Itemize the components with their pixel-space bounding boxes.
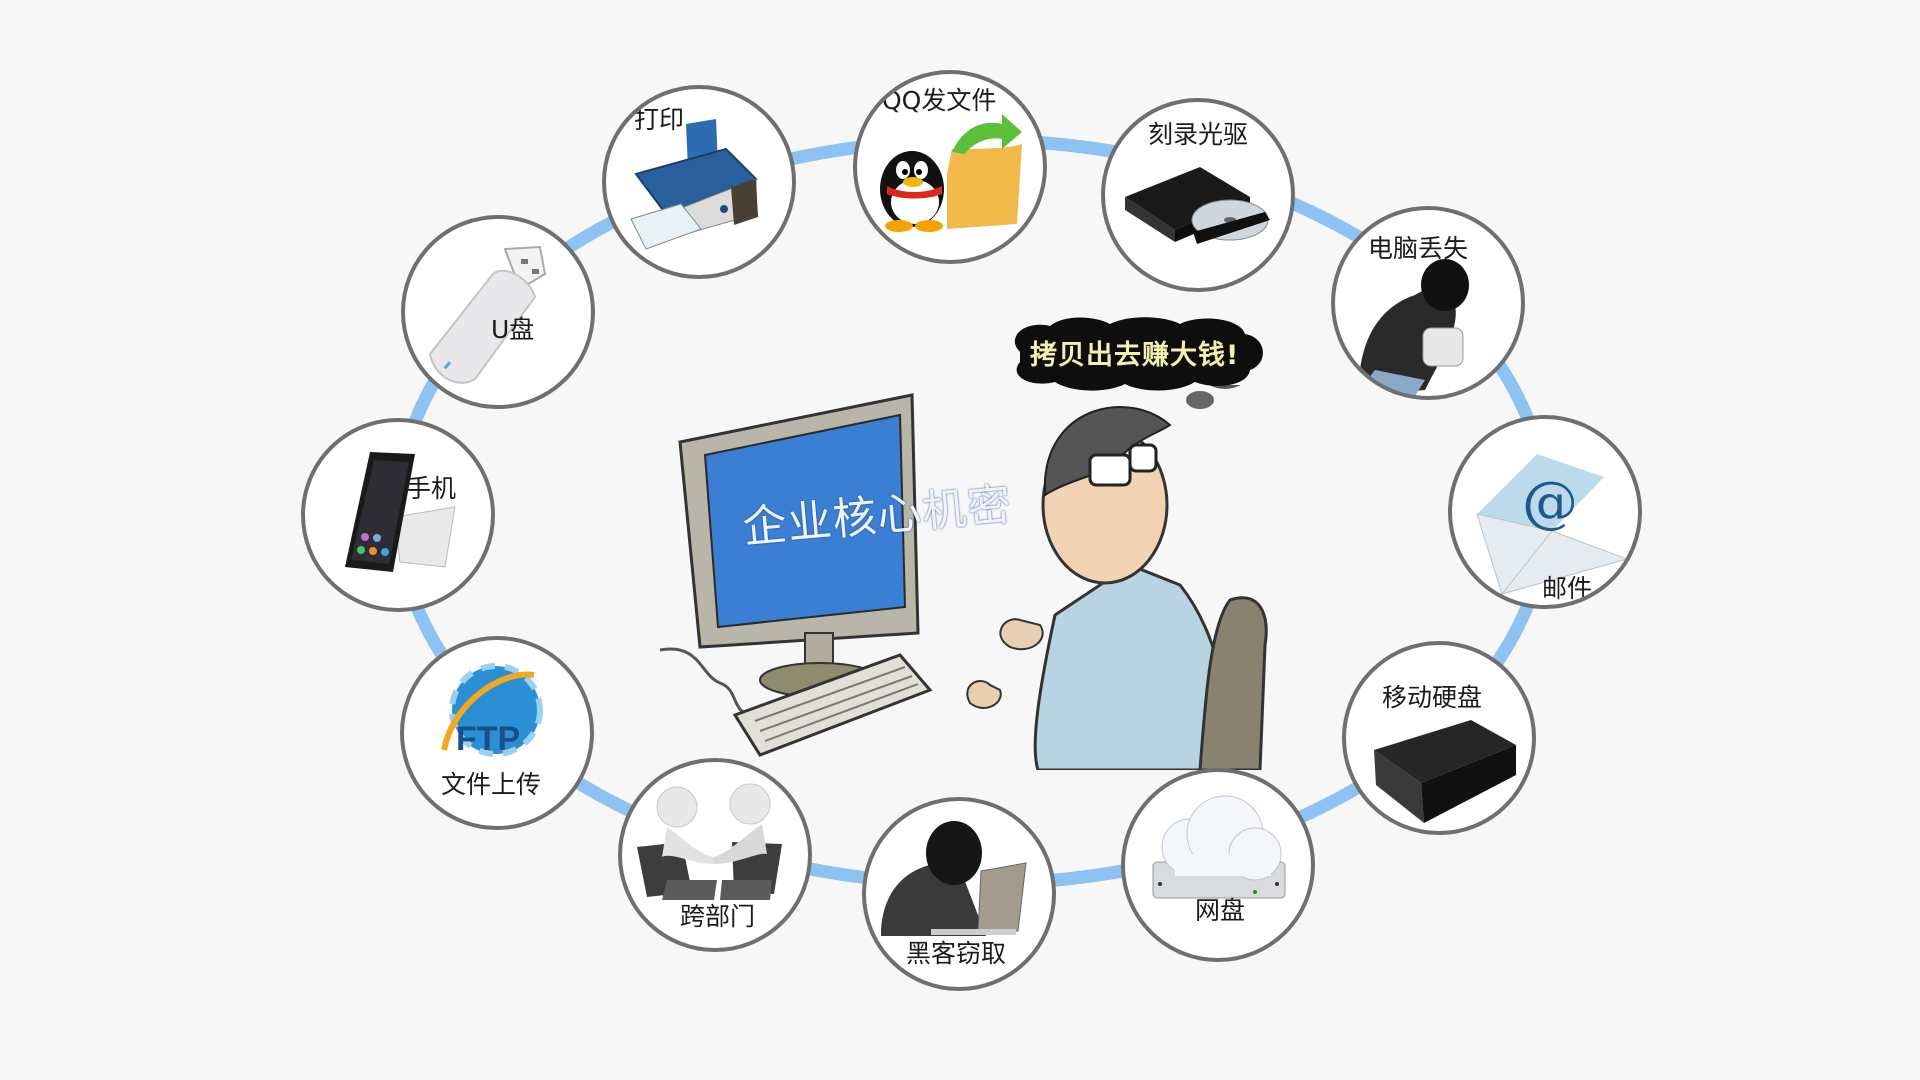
usb-drive-icon — [428, 245, 547, 384]
channel-cloud[interactable]: 网盘 — [1121, 768, 1315, 962]
channel-label: 打印 — [634, 105, 685, 134]
channel-burner[interactable]: 刻录光驱 — [1101, 98, 1295, 292]
channel-label: 网盘 — [1195, 896, 1246, 925]
thief-laptop-icon — [1355, 259, 1469, 396]
channel-label: 电脑丢失 — [1368, 234, 1469, 263]
channel-label: 黑客窃取 — [906, 939, 1007, 968]
smartphone-icon — [345, 452, 456, 572]
channel-lost[interactable]: 电脑丢失 — [1331, 206, 1525, 400]
channel-email[interactable]: @ 邮件 — [1448, 415, 1642, 609]
channel-label: 跨部门 — [680, 902, 756, 931]
cloud-drive-icon — [1152, 795, 1286, 899]
thought-bubble-text: 拷贝出去赚大钱! — [1030, 340, 1240, 371]
channel-qq[interactable]: QQ发文件 — [853, 70, 1047, 264]
channel-ftp[interactable]: FTP 文件上传 — [400, 636, 594, 830]
center-illustration — [660, 385, 1268, 770]
channel-hacker[interactable]: 黑客窃取 — [862, 797, 1056, 991]
printer-icon — [630, 119, 758, 250]
channel-usb[interactable]: U盘 — [401, 215, 595, 409]
channel-label: 邮件 — [1542, 574, 1593, 603]
channel-label: 手机 — [406, 474, 457, 503]
channel-dept[interactable]: 跨部门 — [618, 758, 812, 952]
channel-label: QQ发文件 — [882, 86, 997, 115]
ftp-globe-icon: FTP — [441, 663, 543, 758]
channel-label: U盘 — [491, 315, 535, 344]
channel-label: 刻录光驱 — [1148, 120, 1249, 149]
channel-label: 文件上传 — [441, 770, 542, 799]
optical-drive-icon — [1125, 167, 1270, 244]
email-envelope-icon: @ — [1476, 454, 1629, 595]
thought-bubble — [1014, 317, 1263, 391]
external-hdd-icon — [1374, 720, 1516, 823]
handshake-icon — [637, 783, 782, 900]
channel-phone[interactable]: 手机 — [301, 418, 495, 612]
channel-hdd[interactable]: 移动硬盘 — [1342, 641, 1536, 835]
channel-label: 移动硬盘 — [1382, 683, 1483, 712]
channel-print[interactable]: 打印 — [602, 85, 796, 279]
hacker-icon — [881, 821, 1027, 936]
svg-text:@: @ — [1522, 470, 1578, 535]
monitor-icon — [660, 393, 933, 757]
man-figure — [966, 385, 1268, 770]
svg-text:FTP: FTP — [456, 720, 520, 758]
qq-penguin-folder-icon — [880, 114, 1022, 232]
